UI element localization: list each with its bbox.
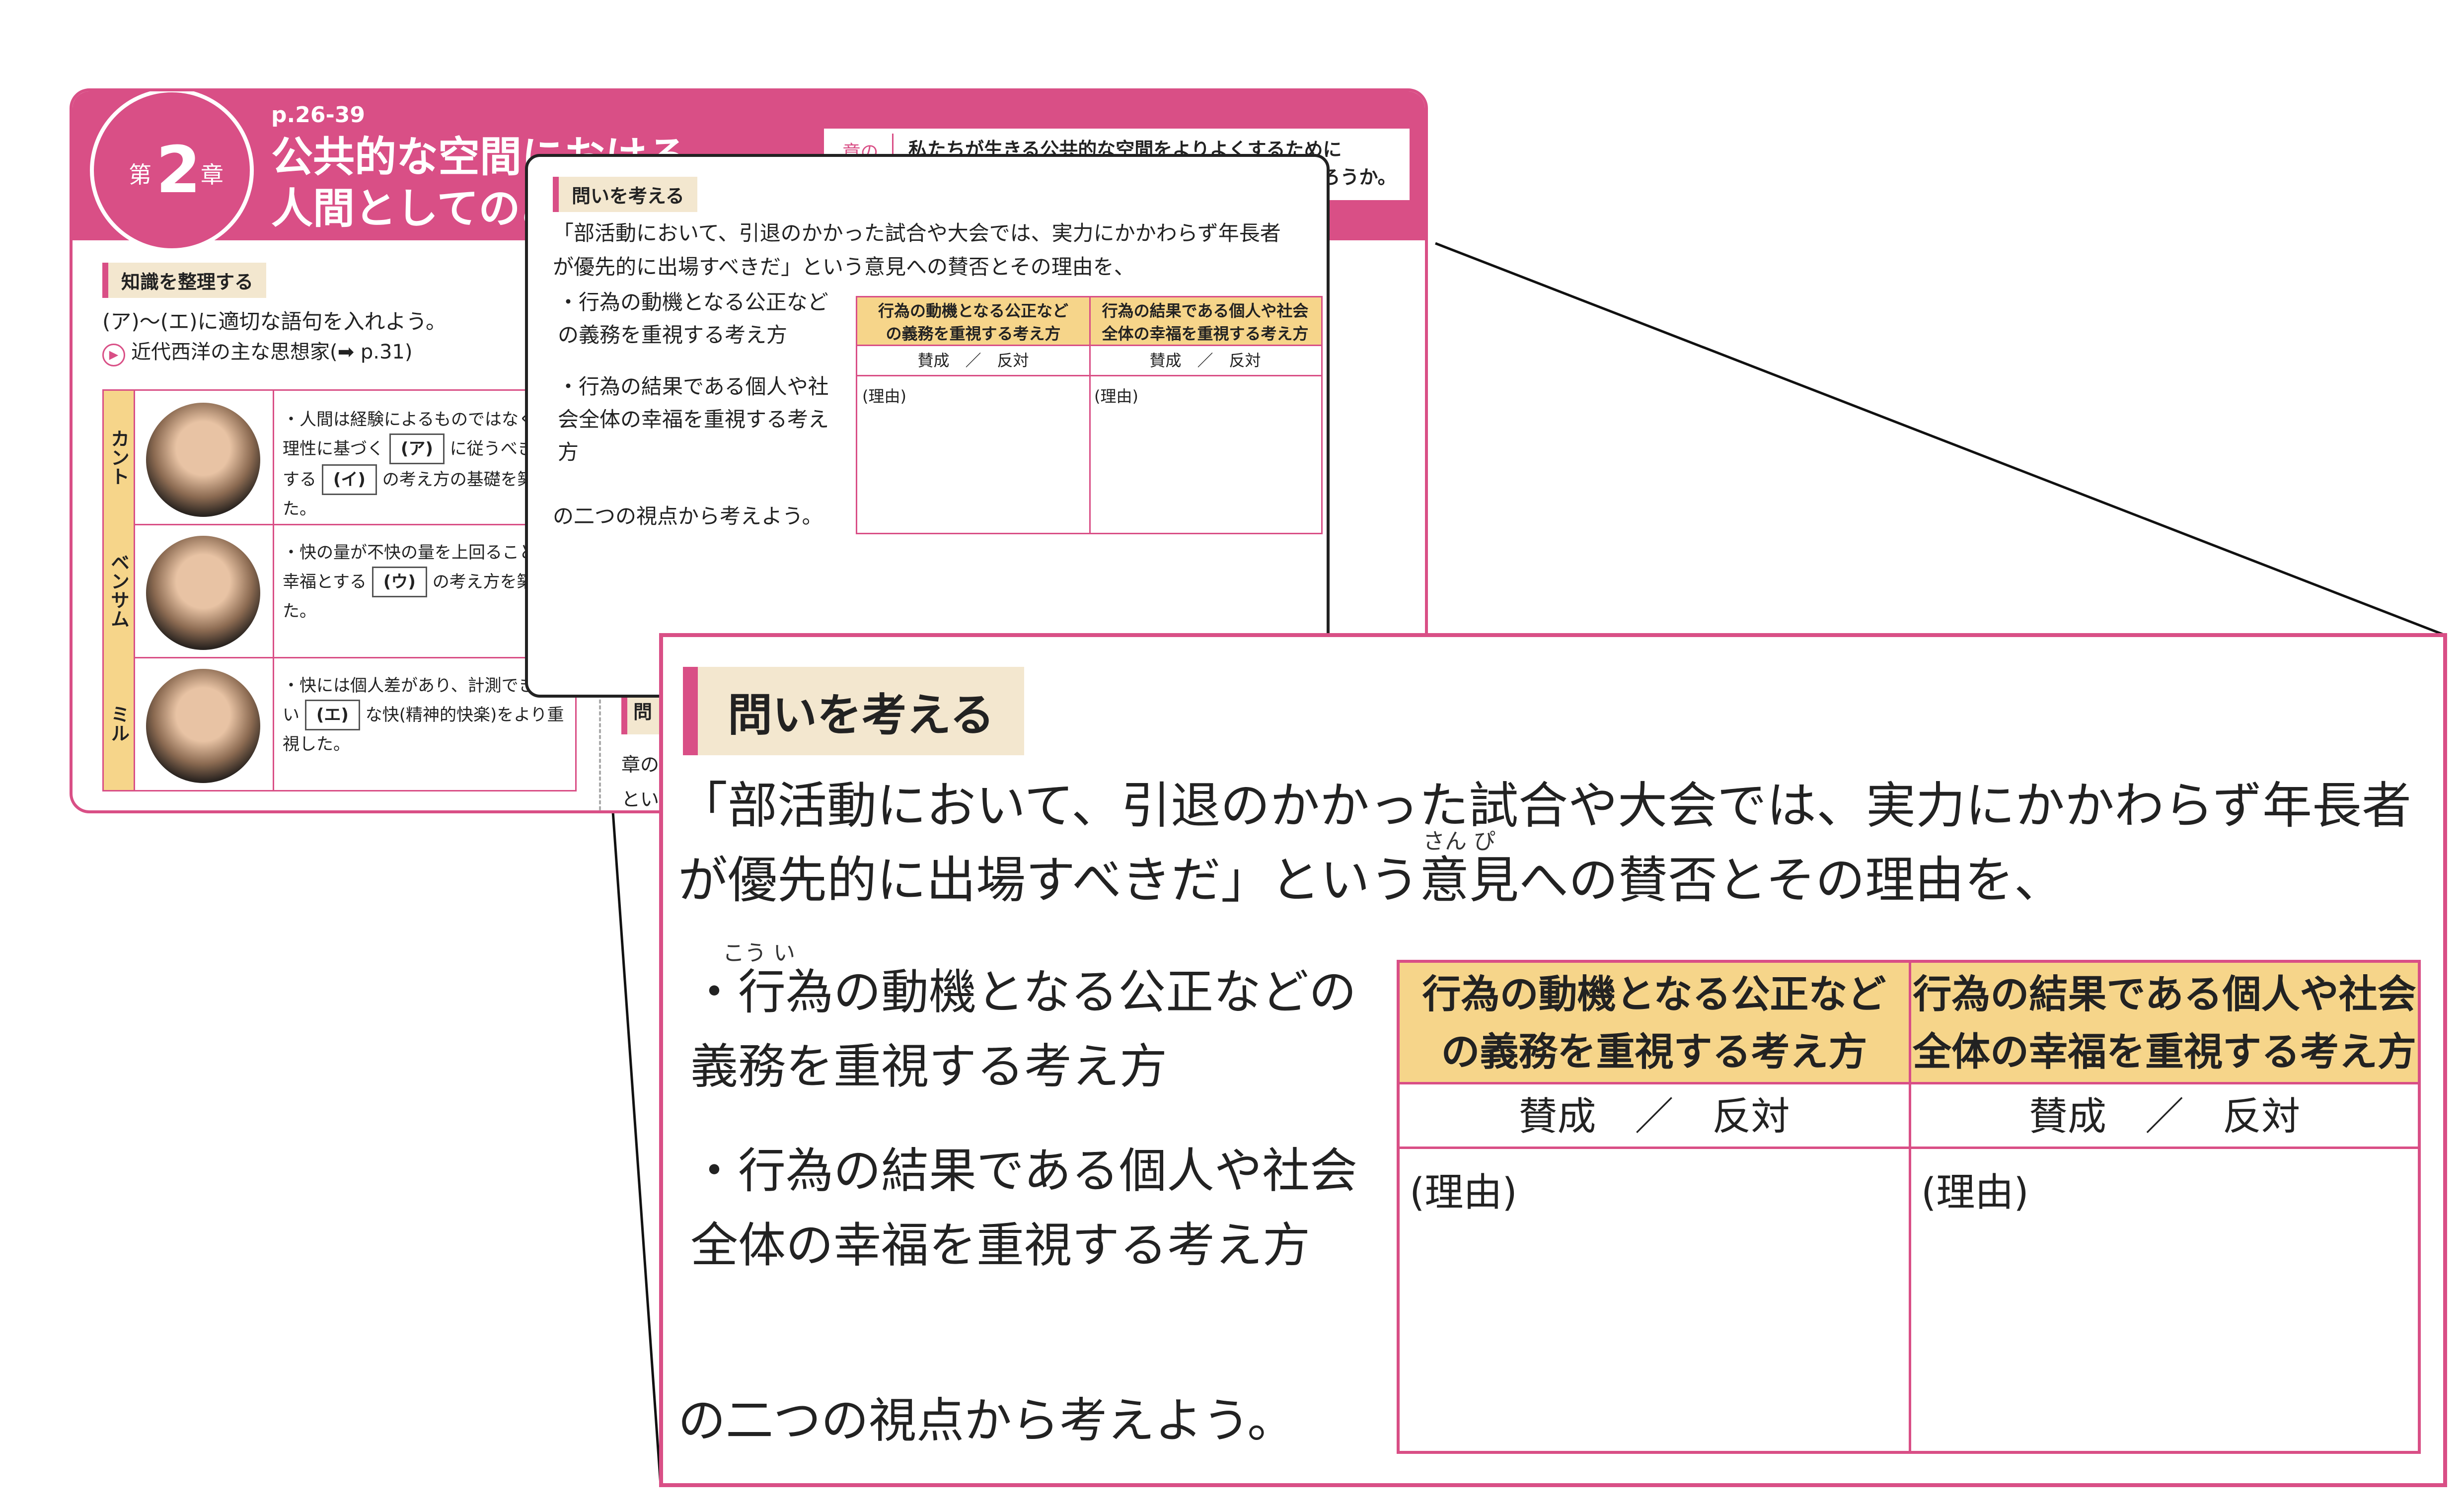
ruby-sanpi: さん ぴ bbox=[1423, 829, 1495, 854]
thinker-description: ・快には個人差があり、計測できない (エ) な快(精神的快楽)をより重視した。 bbox=[283, 672, 566, 758]
consider-prompt: 「部活動において、引退のかかった試合や大会では、実力にかかわらず年長者 が優先的… bbox=[553, 216, 1328, 284]
reason-field[interactable]: (理由) bbox=[862, 387, 906, 406]
chapter-suffix: 章 bbox=[201, 161, 224, 188]
mill-portrait bbox=[146, 669, 260, 783]
thinker-name: ベンサム bbox=[104, 524, 135, 657]
answer-table-small: 行為の動機となる公正など の義務を重視する考え方 行為の結果である個人や社会 全… bbox=[856, 296, 1323, 534]
thinker-row-kant: カント ・人間は経験によるものではなく、理性に基づく (ア) に従うべきとする … bbox=[104, 391, 575, 525]
thinker-row-mill: ミル ・快には個人差があり、計測できない (エ) な快(精神的快楽)をより重視し… bbox=[104, 657, 575, 790]
vote-choice[interactable]: 賛成 ／ 反対 bbox=[1089, 346, 1321, 376]
reason-field-col1[interactable]: (理由) bbox=[1410, 1170, 1517, 1215]
page-reference: p.26-39 bbox=[271, 102, 365, 128]
bentham-portrait bbox=[146, 536, 260, 650]
bullet-consequence-zoomed: ・行為の結果である個人や社会全体の幸福を重視する考え方 bbox=[690, 1143, 1358, 1273]
prompt-line: が優先的に出場すべきだ」という意見への賛否とその理由を、 bbox=[553, 255, 1135, 279]
consider-card-zoomed: 問いを考える 「部活動において、引退のかかった試合や大会では、実力にかかわらず年… bbox=[659, 633, 2447, 1487]
play-icon: ▶ bbox=[102, 344, 125, 366]
vote-choice-col2[interactable]: 賛成 ／ 反対 bbox=[1911, 1084, 2418, 1149]
vote-choice-col1[interactable]: 賛成 ／ 反対 bbox=[1400, 1084, 1909, 1149]
blank-u[interactable]: (ウ) bbox=[372, 567, 427, 597]
thinker-description: ・快の量が不快の量を上回ることを幸福とする (ウ) の考え方を築いた。 bbox=[283, 539, 566, 625]
prompt-line-2: が優先的に出場すべきだ」という意見への賛否とその理由を、 bbox=[678, 851, 2064, 909]
table-divider bbox=[1089, 297, 1091, 533]
column-divider bbox=[273, 391, 274, 524]
answer-table: 行為の動機となる公正など の義務を重視する考え方 行為の結果である個人や社会 全… bbox=[1397, 960, 2421, 1454]
col1-header: 行為の動機となる公正など の義務を重視する考え方 bbox=[1400, 963, 1909, 1084]
blank-i[interactable]: (イ) bbox=[321, 464, 377, 495]
column-divider-dashed bbox=[599, 670, 601, 810]
chapter-number: 2 bbox=[156, 132, 201, 208]
desc-text: ・快には個人差があり、計測できない bbox=[283, 676, 552, 725]
thinkers-link-label: 近代西洋の主な思想家(➡ p.31) bbox=[131, 341, 413, 363]
col1-header: 行為の動機となる公正など の義務を重視する考え方 bbox=[857, 297, 1089, 346]
reason-field-col2[interactable]: (理由) bbox=[1921, 1170, 2029, 1215]
thinker-row-bentham: ベンサム ・快の量が不快の量を上回ることを幸福とする (ウ) の考え方を築いた。 bbox=[104, 524, 575, 658]
consider-section-tag-zoomed: 問いを考える bbox=[683, 667, 1025, 755]
closing-text: の二つの視点から考えよう。 bbox=[553, 504, 823, 528]
column-divider bbox=[273, 524, 274, 657]
desc-text: の考え方の基礎を築いた。 bbox=[283, 470, 551, 519]
blank-e[interactable]: (エ) bbox=[304, 700, 360, 730]
column-divider bbox=[273, 657, 274, 790]
desc-text: な快(精神的快楽)をより重視した。 bbox=[283, 705, 564, 754]
bullet-duty-zoomed: ・行為の動機となる公正などの義務を重視する考え方 bbox=[690, 964, 1357, 1094]
desc-text: ・人間は経験によるものではなく、理性に基づく bbox=[283, 410, 552, 459]
kant-portrait bbox=[146, 403, 260, 517]
table-divider bbox=[1909, 963, 1911, 1451]
knowledge-instruction: (ア)～(エ)に適切な語句を入れよう。 bbox=[102, 309, 447, 334]
consider-section-tag: 問いを考える bbox=[553, 177, 697, 212]
peek-text: とい bbox=[621, 789, 660, 810]
thinker-name: カント bbox=[104, 391, 135, 524]
thinker-description: ・人間は経験によるものではなく、理性に基づく (ア) に従うべきとする (イ) … bbox=[283, 406, 566, 523]
blank-a[interactable]: (ア) bbox=[389, 433, 445, 464]
thinkers-link[interactable]: ▶ 近代西洋の主な思想家(➡ p.31) bbox=[102, 336, 412, 366]
desc-text: ・快の量が不快の量を上回ることを幸福とする bbox=[283, 543, 553, 592]
reason-field[interactable]: (理由) bbox=[1094, 387, 1138, 406]
knowledge-section-tag: 知識を整理する bbox=[102, 263, 267, 298]
col2-header: 行為の結果である個人や社会 全体の幸福を重視する考え方 bbox=[1089, 297, 1321, 346]
closing-text-zoomed: の二つの視点から考えよう。 bbox=[678, 1393, 1295, 1448]
bullet-duty: ・行為の動機となる公正などの義務を重視する考え方 bbox=[558, 290, 828, 347]
consider-card-small: 問いを考える 「部活動において、引退のかかった試合や大会では、実力にかかわらず年… bbox=[525, 154, 1330, 698]
peek-text: 章の bbox=[621, 754, 660, 776]
prompt-line-1: 「部活動において、引退のかかった試合や大会では、実力にかかわらず年長者 bbox=[678, 777, 2411, 835]
vote-choice[interactable]: 賛成 ／ 反対 bbox=[857, 346, 1089, 376]
prompt-line: 「部活動において、引退のかかった試合や大会では、実力にかかわらず年長者 bbox=[553, 221, 1281, 245]
chapter-prefix: 第 bbox=[129, 161, 151, 188]
thinker-name: ミル bbox=[104, 657, 135, 790]
thinker-table: カント ・人間は経験によるものではなく、理性に基づく (ア) に従うべきとする … bbox=[102, 389, 577, 791]
connector-top bbox=[1435, 242, 2447, 637]
bullet-consequence: ・行為の結果である個人や社会全体の幸福を重視する考え方 bbox=[558, 374, 829, 464]
col2-header: 行為の結果である個人や社会 全体の幸福を重視する考え方 bbox=[1911, 963, 2418, 1084]
ruby-koui: こう い bbox=[723, 940, 795, 966]
chapter-badge: 第 2 章 bbox=[90, 91, 254, 252]
